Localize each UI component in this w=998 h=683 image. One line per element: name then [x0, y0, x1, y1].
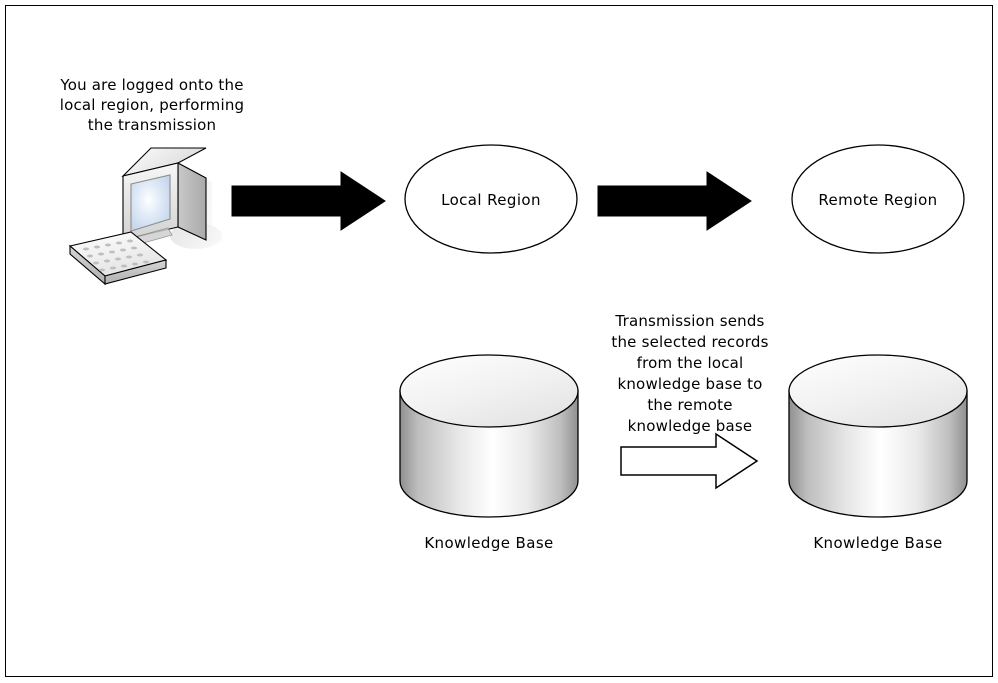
- local-knowledge-base-cylinder: [399, 354, 579, 518]
- workstation-computer-icon: [68, 147, 222, 286]
- local-region-ellipse: [404, 144, 578, 254]
- note-transmission-description: Transmission sends the selected records …: [611, 312, 769, 435]
- note-logged-onto-local-region: You are logged onto the local region, pe…: [59, 76, 245, 134]
- image-border-frame: [5, 5, 993, 677]
- arrow-workstation-to-local-region: [231, 171, 386, 231]
- remote-knowledge-base-label: Knowledge Base: [813, 534, 943, 552]
- arrow-local-kb-to-remote-kb: [620, 432, 759, 490]
- arrow-local-to-remote-region: [597, 171, 752, 231]
- remote-knowledge-base-cylinder: [788, 354, 968, 518]
- local-knowledge-base-label: Knowledge Base: [424, 534, 554, 552]
- local-region-label: Local Region: [441, 191, 541, 209]
- remote-region-label: Remote Region: [818, 191, 938, 209]
- remote-region-ellipse: [791, 144, 965, 254]
